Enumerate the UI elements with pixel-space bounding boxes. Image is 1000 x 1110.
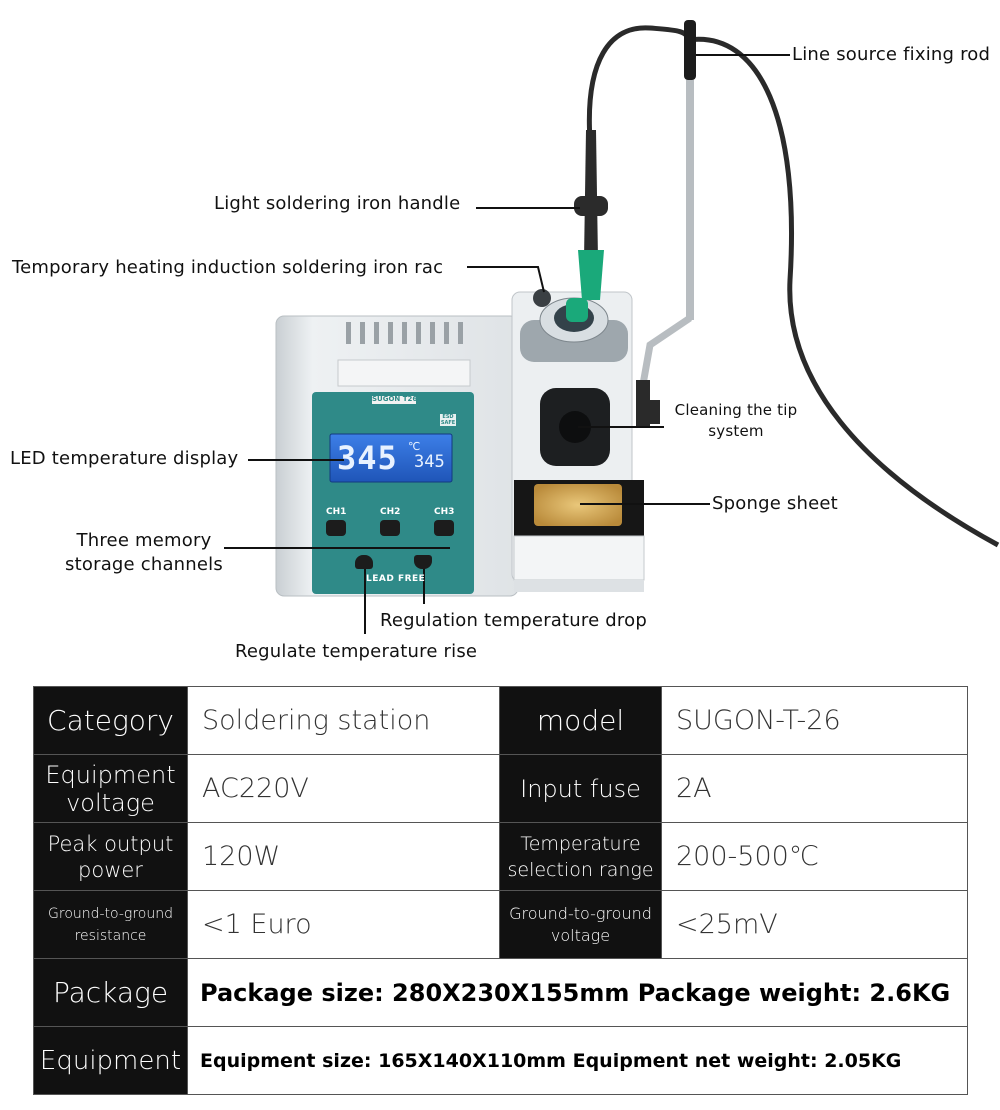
spec-table: Category Soldering station model SUGON-T…	[33, 686, 968, 1095]
line-source-fixing-rod	[636, 20, 696, 426]
brand-label: SUGON T26	[372, 395, 418, 403]
temp-down-button[interactable]	[414, 555, 432, 569]
lcd-screen	[329, 433, 453, 483]
ch1-label: CH1	[326, 507, 347, 517]
table-row: Package Package size: 280X230X155mm Pack…	[33, 958, 968, 1027]
spec-key: Ground-to-ground resistance	[33, 890, 188, 959]
soldering-station-illustration	[224, 20, 1000, 634]
equipment-details: Equipment size: 165X140X110mm Equipment …	[187, 1026, 968, 1095]
iron-stand	[511, 289, 645, 592]
spec-key-line: Temperature	[520, 832, 641, 855]
callout-cleaning-line1: Cleaning the tip	[674, 401, 798, 419]
spec-key-line: power	[78, 857, 143, 882]
callout-handle: Light soldering iron handle	[214, 193, 461, 214]
station-body	[275, 315, 519, 597]
temperature-unit: ℃	[408, 440, 421, 453]
callout-line-source-fixing-rod: Line source fixing rod	[792, 44, 991, 65]
callout-lines	[224, 54, 790, 634]
product-figure: 345 ℃ 345 SUGON T26 ESD SAFE CH1 CH2 CH3…	[10, 20, 1000, 662]
soldering-iron-handle	[566, 130, 608, 322]
spec-value: 200-500℃	[661, 822, 968, 891]
spec-value: 2A	[661, 754, 968, 823]
ch3-label: CH3	[434, 507, 455, 517]
spec-value: <25mV	[661, 890, 968, 959]
ch2-button[interactable]	[380, 520, 400, 536]
spec-key: Peak output power	[33, 822, 188, 891]
spec-value: Soldering station	[187, 686, 500, 755]
spec-key-line: voltage	[66, 788, 155, 817]
table-row: Peak output power 120W Temperature selec…	[33, 822, 968, 891]
spec-value: SUGON-T-26	[661, 686, 968, 755]
callout-rack: Temporary heating induction soldering ir…	[12, 257, 444, 278]
spec-key-line: selection range	[507, 858, 654, 881]
spec-value: 120W	[187, 822, 500, 891]
callout-sponge: Sponge sheet	[712, 493, 838, 514]
spec-key-line: Peak output	[47, 831, 174, 856]
spec-key: Ground-to-ground voltage	[499, 890, 662, 959]
spec-key-line: voltage	[550, 925, 611, 945]
callout-temp-drop: Regulation temperature drop	[380, 610, 647, 631]
callout-cleaning: Cleaning the tip system	[664, 400, 808, 442]
table-row: Equipment voltage AC220V Input fuse 2A	[33, 754, 968, 823]
package-details: Package size: 280X230X155mm Package weig…	[187, 958, 968, 1027]
power-cable	[687, 36, 1000, 548]
table-row: Ground-to-ground resistance <1 Euro Grou…	[33, 890, 968, 959]
spec-key-line: resistance	[74, 927, 147, 944]
spec-key-line: Equipment	[45, 760, 176, 789]
callout-channels: Three memory storage channels	[58, 529, 230, 577]
ch2-label: CH2	[380, 507, 401, 517]
sponge	[534, 484, 622, 526]
callout-channels-line2: storage channels	[65, 554, 223, 575]
table-row: Category Soldering station model SUGON-T…	[33, 686, 968, 755]
spec-key: Temperature selection range	[499, 822, 662, 891]
esd-badge: ESD SAFE	[440, 414, 456, 426]
table-row: Equipment Equipment size: 165X140X110mm …	[33, 1026, 968, 1095]
spec-key: Equipment voltage	[33, 754, 188, 823]
spec-key: model	[499, 686, 662, 755]
spec-value: AC220V	[187, 754, 500, 823]
lead-free-label: LEAD FREE	[366, 574, 426, 584]
callout-temp-rise: Regulate temperature rise	[235, 641, 478, 662]
callout-cleaning-line2: system	[708, 422, 764, 440]
ch3-button[interactable]	[434, 520, 454, 536]
callout-channels-line1: Three memory	[76, 530, 212, 551]
spec-key-line: Ground-to-ground	[509, 903, 652, 923]
spec-value: <1 Euro	[187, 890, 500, 959]
spec-key: Category	[33, 686, 188, 755]
spec-key: Package	[33, 958, 188, 1027]
spec-key: Equipment	[33, 1026, 188, 1095]
temp-up-button[interactable]	[355, 555, 373, 569]
ch1-button[interactable]	[326, 520, 346, 536]
spec-key: Input fuse	[499, 754, 662, 823]
spec-key-line: Ground-to-ground	[48, 905, 173, 922]
callout-led-display: LED temperature display	[10, 448, 239, 469]
iron-cable	[586, 25, 693, 141]
temperature-readout: 345	[337, 439, 398, 477]
set-temperature-readout: 345	[414, 452, 445, 472]
